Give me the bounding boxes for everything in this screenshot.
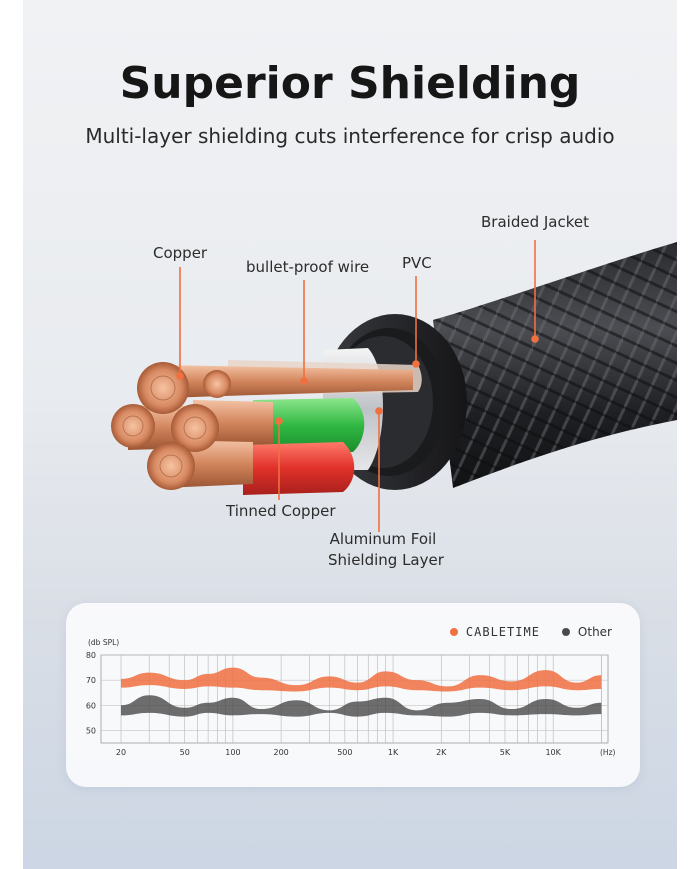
label-pvc: PVC <box>402 254 432 272</box>
y-tick-label: 80 <box>86 651 96 660</box>
legend-dot-cabletime <box>449 628 458 636</box>
series-band-other <box>121 695 602 717</box>
x-tick-label: 10K <box>545 748 561 757</box>
legend-item-cabletime: CABLETIME <box>449 625 540 639</box>
page-subtitle: Multi-layer shielding cuts interference … <box>85 124 615 148</box>
label-aluminum-foil-line2: Shielding Layer <box>328 551 444 569</box>
label-copper: Copper <box>153 244 208 262</box>
label-tinned-copper: Tinned Copper <box>226 502 336 520</box>
plot-frame <box>100 654 609 744</box>
red-insulated-wire <box>243 442 355 495</box>
y-axis-label: (db SPL) <box>88 638 119 647</box>
x-tick-label: 5K <box>500 748 511 757</box>
y-tick-label: 50 <box>86 726 96 735</box>
x-axis-label: (Hz) <box>600 748 616 757</box>
legend-label-other: Other <box>577 625 612 639</box>
label-aluminum-foil-line1: Aluminum Foil <box>329 530 437 548</box>
y-tick-label: 60 <box>86 701 96 710</box>
label-braided-jacket: Braided Jacket <box>481 213 589 231</box>
x-tick-label: 500 <box>337 748 352 757</box>
green-insulated-wire <box>253 398 365 454</box>
x-tick-label: 200 <box>273 748 288 757</box>
leader-lines <box>176 240 539 532</box>
legend-item-other: Other <box>561 625 612 639</box>
y-tick-label: 70 <box>86 676 96 685</box>
legend-label-cabletime: CABLETIME <box>465 625 540 639</box>
x-tick-label: 20 <box>116 748 126 757</box>
label-aluminum-foil: Aluminum Foil Shielding Layer <box>328 530 444 569</box>
frequency-response-chart: CABLETIME Other 80 70 60 50 (db SPL) (Hz) 20 50… <box>66 603 640 787</box>
cable-cross-section-illustration <box>111 240 677 532</box>
chart-legend: CABLETIME Other <box>449 625 612 639</box>
page-title: Superior Shielding <box>119 58 581 109</box>
legend-dot-other <box>561 628 570 636</box>
x-tick-label: 100 <box>225 748 240 757</box>
chart-plot-area: 80 70 60 50 (db SPL) (Hz) 20 50 100 200 500 1K 2K 5K 1… <box>86 638 616 757</box>
copper-strand-end <box>137 362 189 414</box>
label-bullet-proof-wire: bullet-proof wire <box>246 258 370 276</box>
x-tick-label: 2K <box>436 748 447 757</box>
series-band-cabletime <box>121 667 602 692</box>
product-page: Superior Shielding Multi-layer shielding… <box>23 0 677 869</box>
x-tick-label: 50 <box>180 748 190 757</box>
x-tick-label: 1K <box>388 748 399 757</box>
